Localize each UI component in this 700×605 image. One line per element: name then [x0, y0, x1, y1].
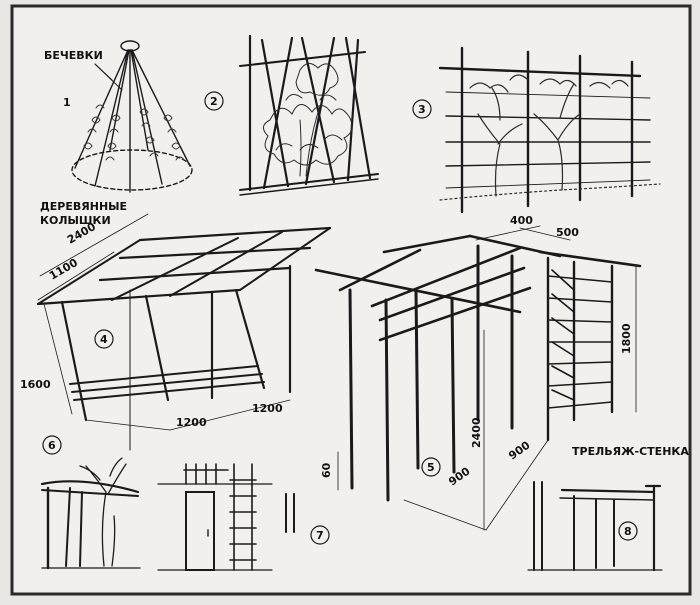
figure-number-1: 1: [63, 96, 71, 109]
dim-1800: 1800: [620, 323, 633, 354]
figure-number-5: 5: [427, 461, 435, 474]
dim-1200-b: 1200: [252, 402, 283, 415]
stakes-label-line2: КОЛЫШКИ: [40, 214, 111, 227]
figure-3-wire-trellis: [438, 46, 661, 214]
strings-label: БЕЧЕВКИ: [44, 49, 103, 62]
figure-number-4: 4: [100, 333, 108, 346]
figure-number-8: 8: [624, 525, 632, 538]
figure-number-2: 2: [210, 95, 218, 108]
figure-5-pergola-trellis-wall: [314, 225, 642, 531]
figure-1-tepee: [71, 40, 193, 193]
trellis-wall-label: ТРЕЛЬЯЖ-СТЕНКА: [572, 445, 689, 458]
dim-2400-mid: 2400: [470, 417, 483, 448]
figure-8-wall-canopy: [527, 481, 663, 572]
stakes-label-line1: ДЕРЕВЯННЫЕ: [40, 200, 127, 213]
figure-number-3: 3: [418, 103, 426, 116]
dim-400: 400: [510, 214, 533, 227]
dim-60: 60: [320, 462, 333, 478]
figure-6-arbor-tree: [40, 457, 141, 570]
figure-2-lattice: [239, 34, 379, 196]
figure-7-wall-door: [157, 463, 295, 571]
figure-number-6: 6: [48, 439, 56, 452]
dim-1200-a: 1200: [176, 416, 207, 429]
figure-number-7: 7: [316, 529, 324, 542]
figure-number-markers: 1 2 3 4 5 6 7 8: [42, 91, 638, 545]
figure-4-lean-to-pergola: [36, 213, 332, 451]
dim-500: 500: [556, 226, 579, 239]
dim-1600: 1600: [20, 378, 51, 391]
